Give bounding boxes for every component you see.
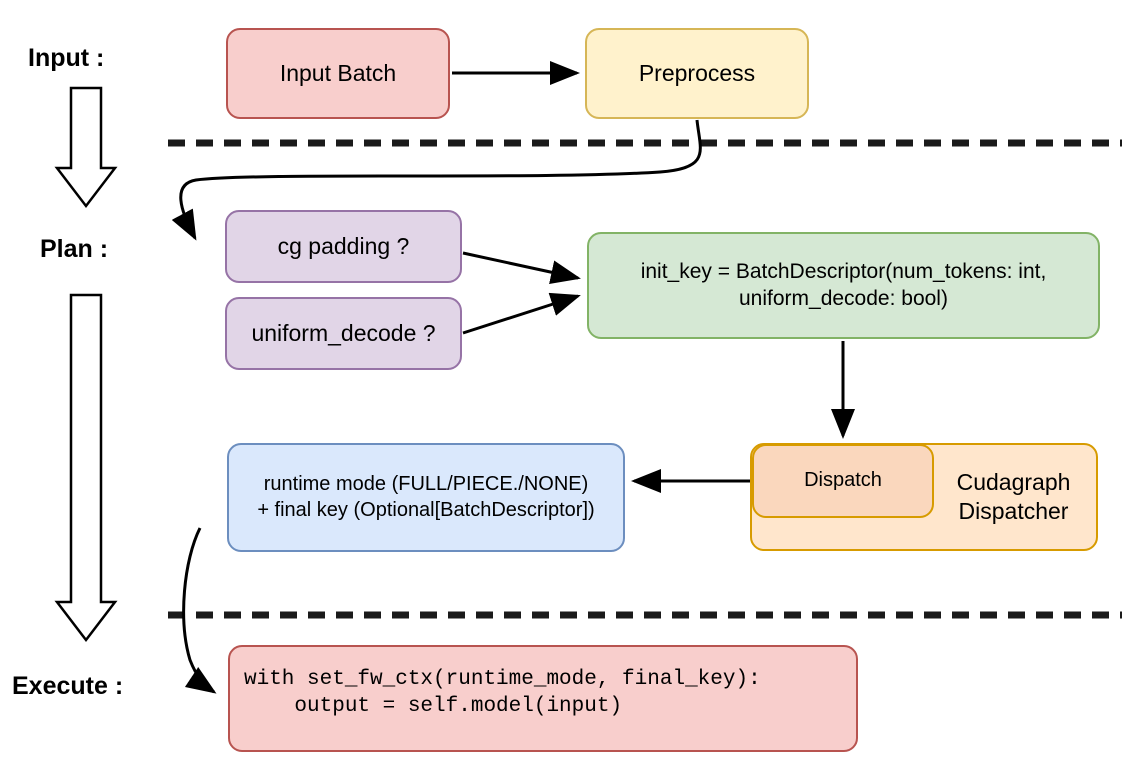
node-cg-padding-label: cg padding ? (277, 232, 410, 259)
arrow-cg-padding-to-init-key (462, 251, 581, 284)
stage-label-plan: Plan : (40, 235, 109, 263)
node-uniform-decode-label: uniform_decode ? (251, 319, 436, 346)
node-input-batch-label: Input Batch (279, 59, 397, 86)
node-uniform-decode[interactable]: uniform_decode ? (225, 297, 462, 370)
node-preprocess[interactable]: Preprocess (585, 28, 809, 119)
node-dispatch-label: Dispatch (804, 469, 882, 492)
node-input-batch[interactable]: Input Batch (226, 28, 450, 119)
node-execute-code[interactable]: with set_fw_ctx(runtime_mode, final_key)… (228, 645, 858, 752)
node-cg-padding[interactable]: cg padding ? (225, 210, 462, 283)
node-runtime-mode-label: runtime mode (FULL/PIECE./NONE) + final … (257, 472, 595, 521)
stage-label-input: Input : (28, 44, 105, 72)
node-dispatch[interactable]: Dispatch (752, 444, 934, 518)
node-cudagraph-dispatcher-label: Cudagraph Dispatcher (956, 468, 1071, 524)
plan-to-execute-arrow (54, 293, 118, 643)
node-init-key-label: init_key = BatchDescriptor(num_tokens: i… (640, 259, 1047, 310)
arrow-uniform-decode-to-init-key (462, 292, 581, 335)
node-execute-code-label: with set_fw_ctx(runtime_mode, final_key)… (244, 668, 761, 718)
arrow-runtime-mode-to-execute-code (182, 527, 217, 694)
node-init-key[interactable]: init_key = BatchDescriptor(num_tokens: i… (587, 232, 1100, 339)
node-runtime-mode[interactable]: runtime mode (FULL/PIECE./NONE) + final … (227, 443, 625, 552)
node-preprocess-label: Preprocess (638, 59, 756, 86)
stage-label-execute: Execute : (12, 672, 124, 700)
input-to-plan-arrow (54, 86, 118, 209)
